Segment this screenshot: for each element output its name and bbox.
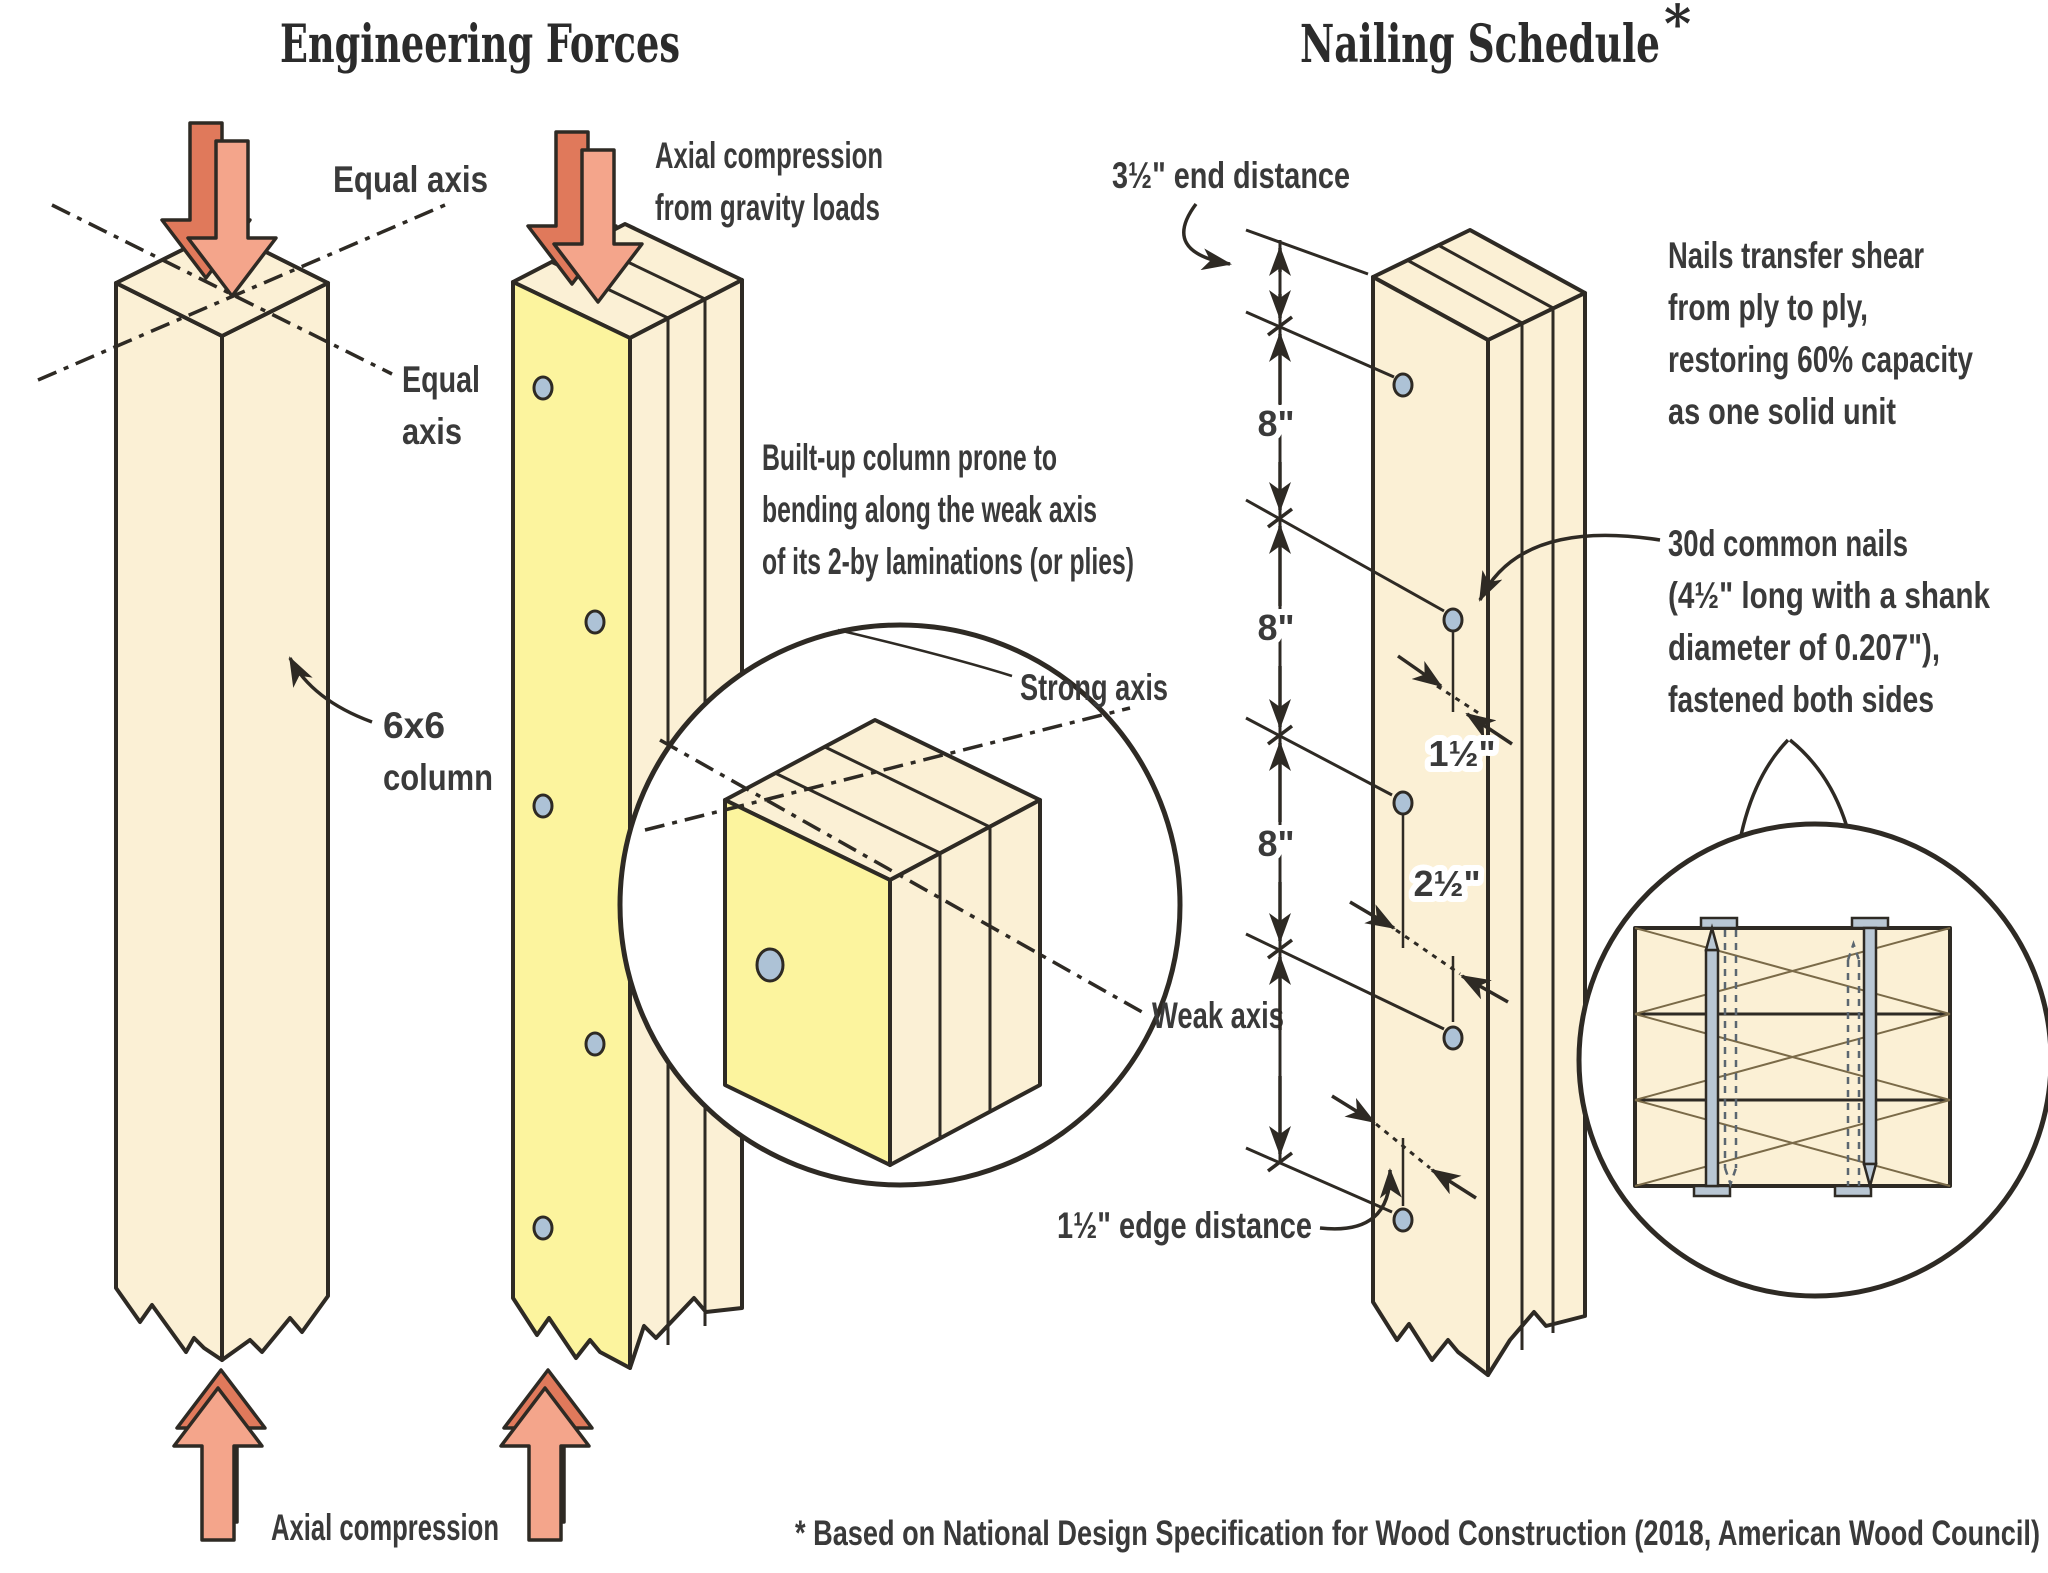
equal-axis-side-label-2: axis <box>402 411 462 452</box>
nail-dot <box>532 1215 554 1241</box>
axial-load-down-arrow <box>160 121 278 298</box>
builtup-front-ply <box>511 280 632 1370</box>
nail-head-plate <box>1833 1184 1873 1198</box>
nail-spec-4: fastened both sides <box>1668 679 1934 720</box>
shear-note-2: from ply to ply, <box>1668 287 1868 328</box>
strong-axis-pointer-arc <box>837 628 1013 678</box>
nail-dot <box>1392 1207 1414 1233</box>
weak-axis-label: Weak axis <box>1152 995 1284 1036</box>
axial-reaction-up-arrow-left <box>172 1368 267 1542</box>
gravity-label-1: Axial compression <box>655 135 883 176</box>
right-side-plies <box>1486 291 1587 1377</box>
builtup-note-1: Built-up column prone to <box>762 437 1057 478</box>
shear-note-4: as one solid unit <box>1668 391 1896 432</box>
nail-dot <box>532 375 554 401</box>
nail-dot <box>1392 372 1414 398</box>
axial-reaction-up-arrow-middle <box>499 1368 594 1542</box>
nail-dot <box>584 609 606 635</box>
column-label-arrow <box>288 656 373 724</box>
dim-2-5-label: 2½" <box>1413 863 1480 904</box>
nail-tip <box>1862 1162 1878 1191</box>
nail-right-pair <box>1833 916 1890 1198</box>
nail-tip <box>1704 923 1720 952</box>
axis-detail-inset: Strong axis Weak axis <box>617 622 1284 1188</box>
nail-shaft <box>1862 926 1878 1166</box>
inset-front-ply <box>723 798 892 1167</box>
nail-left-pair <box>1692 916 1739 1198</box>
nail-dot <box>1442 1025 1464 1051</box>
dimension-system: 8" 8" 8" 3½" end distance 1½" 2½" 1½" ed… <box>1057 155 1513 1246</box>
column-size-label-1: 6x6 <box>383 705 445 746</box>
nail-spec-1: 30d common nails <box>1668 523 1908 564</box>
builtup-note-3: of its 2-by laminations (or plies) <box>762 541 1134 582</box>
column-right-face <box>220 281 330 1362</box>
right-section-title: Nailing Schedule <box>1300 14 1660 75</box>
gravity-load-down-arrow <box>526 130 644 304</box>
nail-shaft <box>1704 948 1720 1188</box>
strong-axis-line <box>644 706 1131 832</box>
gravity-label-2: from gravity loads <box>655 187 880 228</box>
dim-8-label-2: 8" <box>1257 607 1294 648</box>
equal-axis-top-label: Equal axis <box>333 159 488 200</box>
nail-dot <box>1392 790 1414 816</box>
nail-dot <box>1442 607 1464 633</box>
dim-8-label-3: 8" <box>1257 823 1294 864</box>
nail-section-inset <box>1576 821 2048 1299</box>
equal-axis-line-2 <box>37 200 453 382</box>
nail-spec-2: (4½" long with a shank <box>1668 575 1990 616</box>
nail-head-plate <box>1850 916 1890 930</box>
nail-head-plate <box>1692 1184 1732 1198</box>
nail-dot <box>584 1031 606 1057</box>
right-annotations: Nails transfer shear from ply to ply, re… <box>1478 235 1990 940</box>
equal-axis-line-1 <box>51 203 393 376</box>
nail-spec-3: diameter of 0.207"), <box>1668 627 1940 668</box>
strong-axis-label: Strong axis <box>1020 667 1168 708</box>
nail-spec-arrow <box>1478 533 1661 602</box>
builtup-note-2: bending along the weak axis <box>762 489 1097 530</box>
edge-distance-arrow <box>1319 1168 1402 1231</box>
solid-column-figure: Equal axis Equal axis 6x6 column Axial c… <box>37 121 499 1548</box>
column-size-label-2: column <box>383 757 493 798</box>
end-distance-arrow <box>1182 202 1232 271</box>
nailing-schedule-column <box>1371 228 1587 1377</box>
dim-8-label-1: 8" <box>1257 403 1294 444</box>
right-front-face <box>1371 275 1490 1377</box>
column-left-face <box>114 281 224 1362</box>
inset-nail-dot <box>755 947 785 983</box>
end-distance-label: 3½" end distance <box>1112 155 1350 196</box>
nail-head-plate <box>1699 916 1739 930</box>
shear-note-3: restoring 60% capacity <box>1668 339 1973 380</box>
edge-distance-label: 1½" edge distance <box>1057 1205 1312 1246</box>
weak-axis-line <box>659 738 1143 1014</box>
right-title-asterisk: * <box>1664 0 1691 55</box>
nail-dot <box>532 793 554 819</box>
equal-axis-side-label-1: Equal <box>402 359 480 400</box>
left-section-title: Engineering Forces <box>280 14 680 75</box>
dim-1-5-label: 1½" <box>1428 733 1495 774</box>
footer-attribution: * Based on National Design Specification… <box>795 1514 2040 1553</box>
shear-note-1: Nails transfer shear <box>1668 235 1924 276</box>
axial-compression-bottom-label: Axial compression <box>271 1507 499 1548</box>
